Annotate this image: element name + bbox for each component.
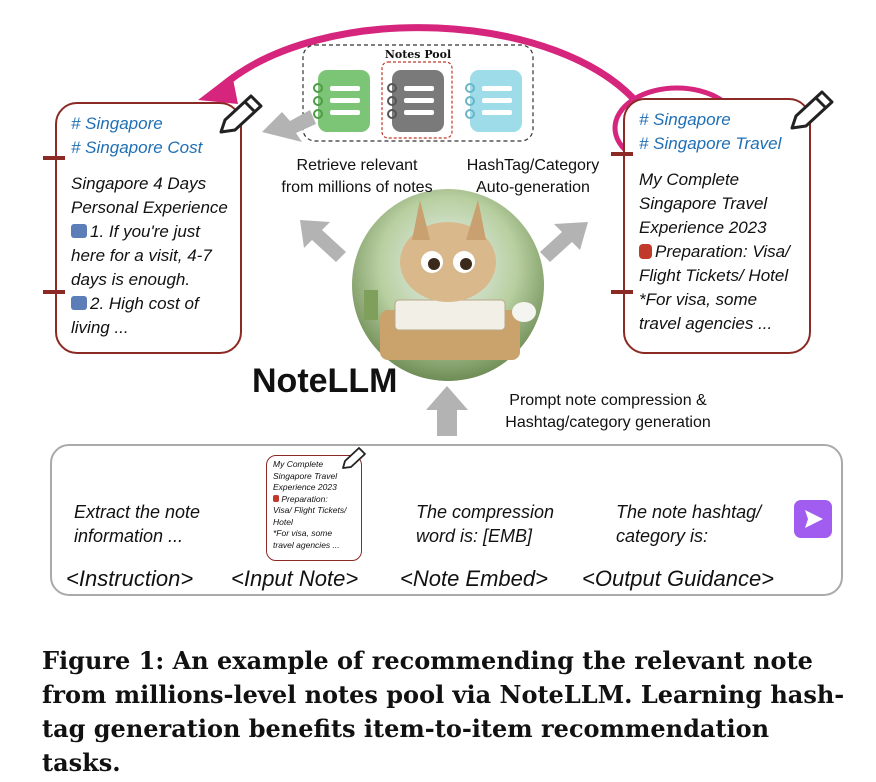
- guide-input-note: <Input Note>: [231, 566, 359, 591]
- left-line-7: living ...: [71, 318, 129, 337]
- right-tag-1: # Singapore: [639, 110, 731, 129]
- model-name: NoteLLM: [252, 362, 398, 400]
- right-line-6: *For visa, some: [639, 290, 758, 309]
- left-line-2: Personal Experience: [71, 198, 228, 217]
- send-icon: [794, 500, 832, 538]
- notes-pool-title: Notes Pool: [384, 48, 452, 61]
- output-text: The note hashtag/category is:: [616, 502, 762, 546]
- left-note-card: # Singapore # Singapore Cost Singapore 4…: [43, 102, 242, 354]
- mini-note-card: My Complete Singapore Travel Experience …: [266, 455, 362, 561]
- figure-caption: Figure 1: An example of recommending the…: [42, 646, 845, 777]
- right-note-card: # Singapore # Singapore Travel My Comple…: [611, 98, 811, 354]
- gray-arrow-center-to-left: [300, 220, 346, 262]
- right-line-5: Flight Tickets/ Hotel: [639, 266, 789, 285]
- right-line-3: Experience 2023: [639, 218, 767, 237]
- guide-instruction: <Instruction>: [66, 566, 194, 591]
- pencil-icon: [342, 447, 366, 469]
- gray-notebook-icon: [387, 70, 444, 132]
- left-line-4: here for a visit, 4-7: [71, 246, 212, 265]
- left-line-5: days is enough.: [71, 270, 191, 289]
- left-tag-1: # Singapore: [71, 114, 163, 133]
- green-notebook-icon: [313, 70, 370, 132]
- pencil-icon: [219, 94, 263, 134]
- notes-pool-box: [302, 44, 534, 142]
- arrow-right-icon: [71, 296, 87, 310]
- right-tag-2: # Singapore Travel: [639, 134, 782, 153]
- right-line-1: My Complete: [639, 170, 740, 189]
- left-line-1: Singapore 4 Days: [71, 174, 207, 193]
- left-line-6: 2. High cost of: [90, 294, 199, 313]
- gray-arrow-up: [426, 386, 468, 436]
- gray-arrow-center-to-right: [540, 222, 588, 262]
- left-line-3: 1. If you're just: [90, 222, 201, 241]
- guide-output-guidance: <Output Guidance>: [582, 566, 775, 591]
- magenta-curve-arrow: [217, 24, 643, 109]
- guide-note-embed: <Note Embed>: [400, 566, 548, 591]
- diagram-graphics: [50, 24, 843, 596]
- left-tag-2: # Singapore Cost: [71, 138, 203, 157]
- blue-notebook-icon: [465, 70, 522, 132]
- prompt-label: Prompt note compression &Hashtag/categor…: [505, 392, 711, 431]
- right-line-4: Preparation: Visa/: [655, 242, 790, 261]
- luggage-icon: [273, 494, 279, 502]
- gray-arrow-pool-to-left: [262, 110, 316, 142]
- arrow-right-icon: [71, 224, 87, 238]
- right-line-2: Singapore Travel: [639, 194, 768, 213]
- right-line-7: travel agencies ...: [639, 314, 773, 333]
- magenta-arrow-head: [198, 74, 238, 104]
- llama-illustration: [352, 189, 544, 381]
- prompt-box: [50, 444, 843, 596]
- pencil-icon: [790, 90, 834, 130]
- luggage-icon: [639, 244, 652, 259]
